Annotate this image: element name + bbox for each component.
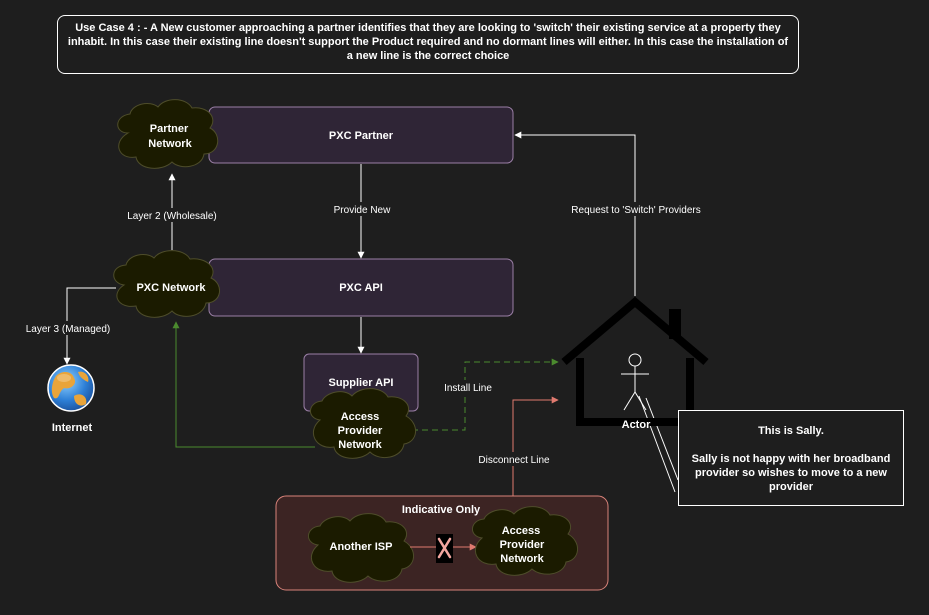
use-case-description: Use Case 4 : - A New customer approachin… [57, 15, 799, 74]
supplier-api-label: Supplier API [329, 377, 394, 389]
actor-label: Actor [622, 419, 651, 431]
edge-note-connector-2 [638, 395, 676, 493]
indicative-access-provider-cloud[interactable]: Access Provider Network [472, 506, 578, 576]
edge-install-line [412, 358, 559, 431]
house-icon [561, 296, 709, 426]
actor-house[interactable]: Actor [561, 296, 709, 431]
access-provider-network-cloud[interactable]: Access Provider Network [310, 388, 416, 459]
edge-label-layer2: Layer 2 (Wholesale) [127, 211, 216, 222]
edge-request-switch [514, 131, 636, 296]
pxc-api-label: PXC API [339, 282, 383, 294]
partner-network-cloud[interactable]: Partner Network [117, 99, 219, 169]
edge-access-to-pxc-network [172, 321, 315, 448]
partner-network-label-1: Partner [150, 123, 189, 135]
edge-note-connector [645, 397, 679, 481]
access-provider-label-2: Provider [338, 425, 383, 437]
indicative-only-group[interactable]: Indicative Only Another ISP Access Provi… [275, 495, 609, 591]
another-isp-cloud[interactable]: Another ISP [308, 513, 414, 583]
indicative-title: Indicative Only [402, 504, 481, 516]
sally-note: This is Sally. Sally is not happy with h… [678, 410, 904, 506]
pxc-partner-box[interactable]: PXC Partner [208, 106, 514, 164]
edge-layer3 [63, 287, 116, 365]
note-line-1: This is Sally. [758, 425, 824, 437]
pxc-network-cloud[interactable]: PXC Network [113, 250, 220, 318]
access-provider-label-3: Network [338, 439, 382, 451]
partner-network-label-2: Network [148, 138, 192, 150]
internet-label: Internet [52, 422, 93, 434]
edge-label-layer3: Layer 3 (Managed) [26, 324, 111, 335]
another-isp-label: Another ISP [330, 541, 393, 553]
note-line-2: Sally is not happy with her broadband pr… [691, 453, 891, 493]
pxc-network-label: PXC Network [136, 282, 206, 294]
edges: Provide New Request to 'Switch' Provider… [20, 131, 706, 496]
globe-icon [47, 364, 95, 412]
edge-label-provide-new: Provide New [334, 205, 391, 216]
edge-disconnect-line [512, 396, 559, 496]
use-case-text: Use Case 4 : - A New customer approachin… [67, 22, 789, 62]
internet-node[interactable]: Internet [47, 364, 95, 434]
indicative-access-label-1: Access [502, 525, 541, 537]
person-icon [621, 353, 649, 411]
cross-icon [436, 534, 453, 563]
edge-label-request-switch: Request to 'Switch' Providers [571, 205, 700, 216]
access-provider-label-1: Access [341, 411, 380, 423]
pxc-api-box[interactable]: PXC API [208, 258, 514, 317]
edge-label-disconnect-line: Disconnect Line [478, 455, 550, 466]
pxc-partner-label: PXC Partner [329, 130, 394, 142]
edge-label-install-line: Install Line [444, 383, 492, 394]
indicative-access-label-3: Network [500, 553, 544, 565]
indicative-access-label-2: Provider [500, 539, 545, 551]
